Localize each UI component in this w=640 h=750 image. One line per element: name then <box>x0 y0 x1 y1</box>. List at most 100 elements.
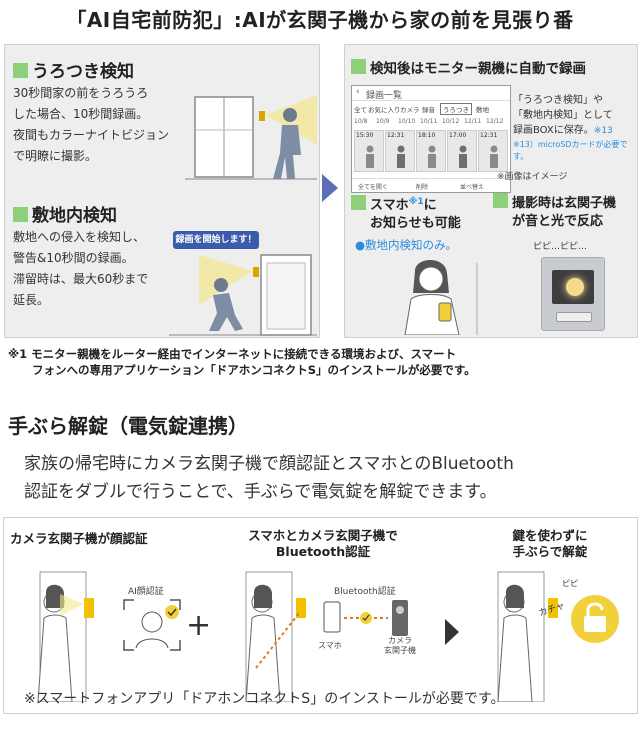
loiter-line: で明瞭に撮影。 <box>13 149 98 163</box>
date-label: 12/12 <box>486 118 504 125</box>
premises-line: 延長。 <box>13 293 50 307</box>
tab-favorites[interactable]: お気に入り <box>368 106 401 114</box>
reaction-heading-line2: が音と光で反応 <box>512 214 604 229</box>
footnote-line: ※1 モニター親機をルーター経由でインターネットに接続できる環境および、スマート <box>8 347 457 361</box>
screen-footer: 全てを開く 削除 並べ替え <box>352 178 510 192</box>
phone-note: ●敷地内検知のみ。 <box>355 238 458 252</box>
beep-text: ピピ <box>562 579 578 588</box>
screen-header: ‹ 録画一覧 <box>352 86 510 101</box>
section-description: 家族の帰宅時にカメラ玄関子機で顔認証とスマホとのBluetooth 認証をダブル… <box>24 450 634 506</box>
ai-face-auth-label: AI顔認証 <box>128 587 164 597</box>
phone-heading-text: スマホ <box>370 198 409 213</box>
phone-heading-line2: お知らせも可能 <box>370 216 461 231</box>
app-note: ※スマートフォンアプリ「ドアホンコネクトS」のインストールが必要です。 <box>24 691 505 707</box>
person-icon <box>428 145 436 168</box>
date-label: 10/12 <box>442 118 460 125</box>
door-camera-image <box>541 257 605 331</box>
thumbnail[interactable]: 12:31 <box>478 130 508 172</box>
description-line: 認証をダブルで行うことで、手ぶらで電気錠を解錠できます。 <box>24 482 497 502</box>
date-label: 10/9 <box>376 118 390 125</box>
date-label: 10/10 <box>398 118 416 125</box>
phone-heading: スマホ※1に お知らせも可能 <box>351 193 461 233</box>
reaction-heading: 撮影時は玄関子機 が音と光で反応 <box>493 193 616 231</box>
person-icon <box>366 145 374 168</box>
page-title: 「AI自宅前防犯」:AIが玄関子機から家の前を見張り番 <box>66 8 574 32</box>
step2-title: スマホとカメラ玄関子機で Bluetooth認証 <box>218 528 428 560</box>
phone-heading-tail: に <box>423 198 437 213</box>
thumbnail[interactable]: 18:10 <box>416 130 446 172</box>
loiter-line: 夜間もカラーナイトビジョン <box>13 128 170 142</box>
date-label: 12/11 <box>464 118 482 125</box>
face-scan-icon <box>123 599 181 651</box>
step2-title-line: スマホとカメラ玄関子機で <box>248 528 398 543</box>
bluetooth-link-icon <box>323 600 408 636</box>
step3-person-illustration <box>497 571 558 702</box>
tab-camera[interactable]: カメラ <box>400 106 420 114</box>
tab-loiter[interactable]: うろつき <box>440 103 472 115</box>
section-heading: 手ぶら解錠（電気錠連携） <box>8 414 248 438</box>
arrow-right-icon <box>322 174 338 202</box>
thumb-time: 17:00 <box>449 132 467 139</box>
loiter-heading-text: うろつき検知 <box>32 62 134 82</box>
thumbnail[interactable]: 12:31 <box>385 130 415 172</box>
recording-panel: 検知後はモニター親機に自動で録画 ‹ 録画一覧 全て お気に入り カメラ 録音 … <box>344 44 638 338</box>
beep-text: ピピ…ピピ… <box>533 242 588 252</box>
woman-with-phone-illustration <box>404 260 478 335</box>
tab-all[interactable]: 全て <box>354 106 367 114</box>
person-icon <box>490 145 498 168</box>
footnote: ※1 モニター親機をルーター経由でインターネットに接続できる環境および、スマート… <box>8 346 638 378</box>
monitor-screen: ‹ 録画一覧 全て お気に入り カメラ 録音 うろつき 敷地 10/8 10/9… <box>351 85 511 193</box>
unlock-icon <box>571 595 619 643</box>
thumbnail[interactable]: 15:30 <box>354 130 384 172</box>
arrow-right-icon <box>445 619 459 645</box>
loiter-illustration <box>185 95 317 180</box>
step1-person-illustration <box>37 571 94 702</box>
thumb-time: 12:31 <box>387 132 405 139</box>
callout-line: 「うろつき検知」や <box>513 95 603 106</box>
screen-tabs: 全て お気に入り カメラ 録音 うろつき 敷地 <box>354 103 508 116</box>
open-all-button[interactable]: 全てを開く <box>358 184 388 191</box>
date-label: 10/11 <box>420 118 438 125</box>
step2-title-line: Bluetooth認証 <box>275 544 371 559</box>
camera-unit-label-line: カメラ <box>388 636 412 645</box>
tab-audio[interactable]: 録音 <box>422 106 435 114</box>
person-icon <box>397 145 405 168</box>
premises-heading-text: 敷地内検知 <box>32 206 117 226</box>
callout-line: 「敷地内検知」として <box>513 110 613 121</box>
premises-illustration <box>169 254 317 336</box>
thumb-time: 15:30 <box>356 132 374 139</box>
screen-title: 録画一覧 <box>366 91 403 101</box>
recording-heading-text: 検知後はモニター親機に自動で録画 <box>370 61 586 77</box>
green-square-icon <box>351 195 366 210</box>
thumbnail-row: 15:30 12:31 18:10 17:00 12:31 <box>354 130 508 174</box>
date-label: 10/8 <box>354 118 368 125</box>
sort-button[interactable]: 並べ替え <box>460 184 485 191</box>
thumb-time: 12:31 <box>480 132 498 139</box>
camera-light-icon <box>566 278 584 296</box>
premises-description: 敷地への侵入を検知し、 警告&10秒間の録画。 滞留時は、最大60秒まで 延長。 <box>13 227 193 311</box>
person-icon <box>459 145 467 168</box>
premises-line: 滞留時は、最大60秒まで <box>13 272 149 286</box>
step3-title-line: 鍵を使わずに <box>512 528 588 543</box>
green-square-icon <box>13 207 28 222</box>
green-square-icon <box>493 193 508 208</box>
premises-heading: 敷地内検知 <box>13 201 117 226</box>
recording-heading: 検知後はモニター親機に自動で録画 <box>351 57 586 77</box>
loiter-line: した場合、10秒間録画。 <box>13 107 149 121</box>
step3-title: 鍵を使わずに 手ぶらで解錠 <box>466 528 634 560</box>
detection-panel: うろつき検知 30秒間家の前をうろうろ した場合、10秒間録画。 夜間もカラーナ… <box>4 44 320 338</box>
camera-unit-label: カメラ 玄関子機 <box>384 636 416 656</box>
save-callout: 「うろつき検知」や 「敷地内検知」として 録画BOXに保存。※13 ※13）mi… <box>513 93 635 163</box>
thumb-time: 18:10 <box>418 132 436 139</box>
plus-icon: + <box>186 608 212 643</box>
delete-button[interactable]: 削除 <box>416 184 429 191</box>
reaction-heading-text: 撮影時は玄関子機 <box>512 196 617 211</box>
back-icon[interactable]: ‹ <box>356 87 360 97</box>
speech-bubble: 録画を開始します！ <box>173 231 259 249</box>
green-square-icon <box>13 63 28 78</box>
tab-premises[interactable]: 敷地 <box>476 106 489 114</box>
footnote-line: フォンへの専用アプリケーション「ドアホンコネクトS」のインストールが必要です。 <box>32 363 476 377</box>
bluetooth-auth-label: Bluetooth認証 <box>334 587 396 597</box>
step2-person-illustration <box>245 571 306 702</box>
thumbnail[interactable]: 17:00 <box>447 130 477 172</box>
